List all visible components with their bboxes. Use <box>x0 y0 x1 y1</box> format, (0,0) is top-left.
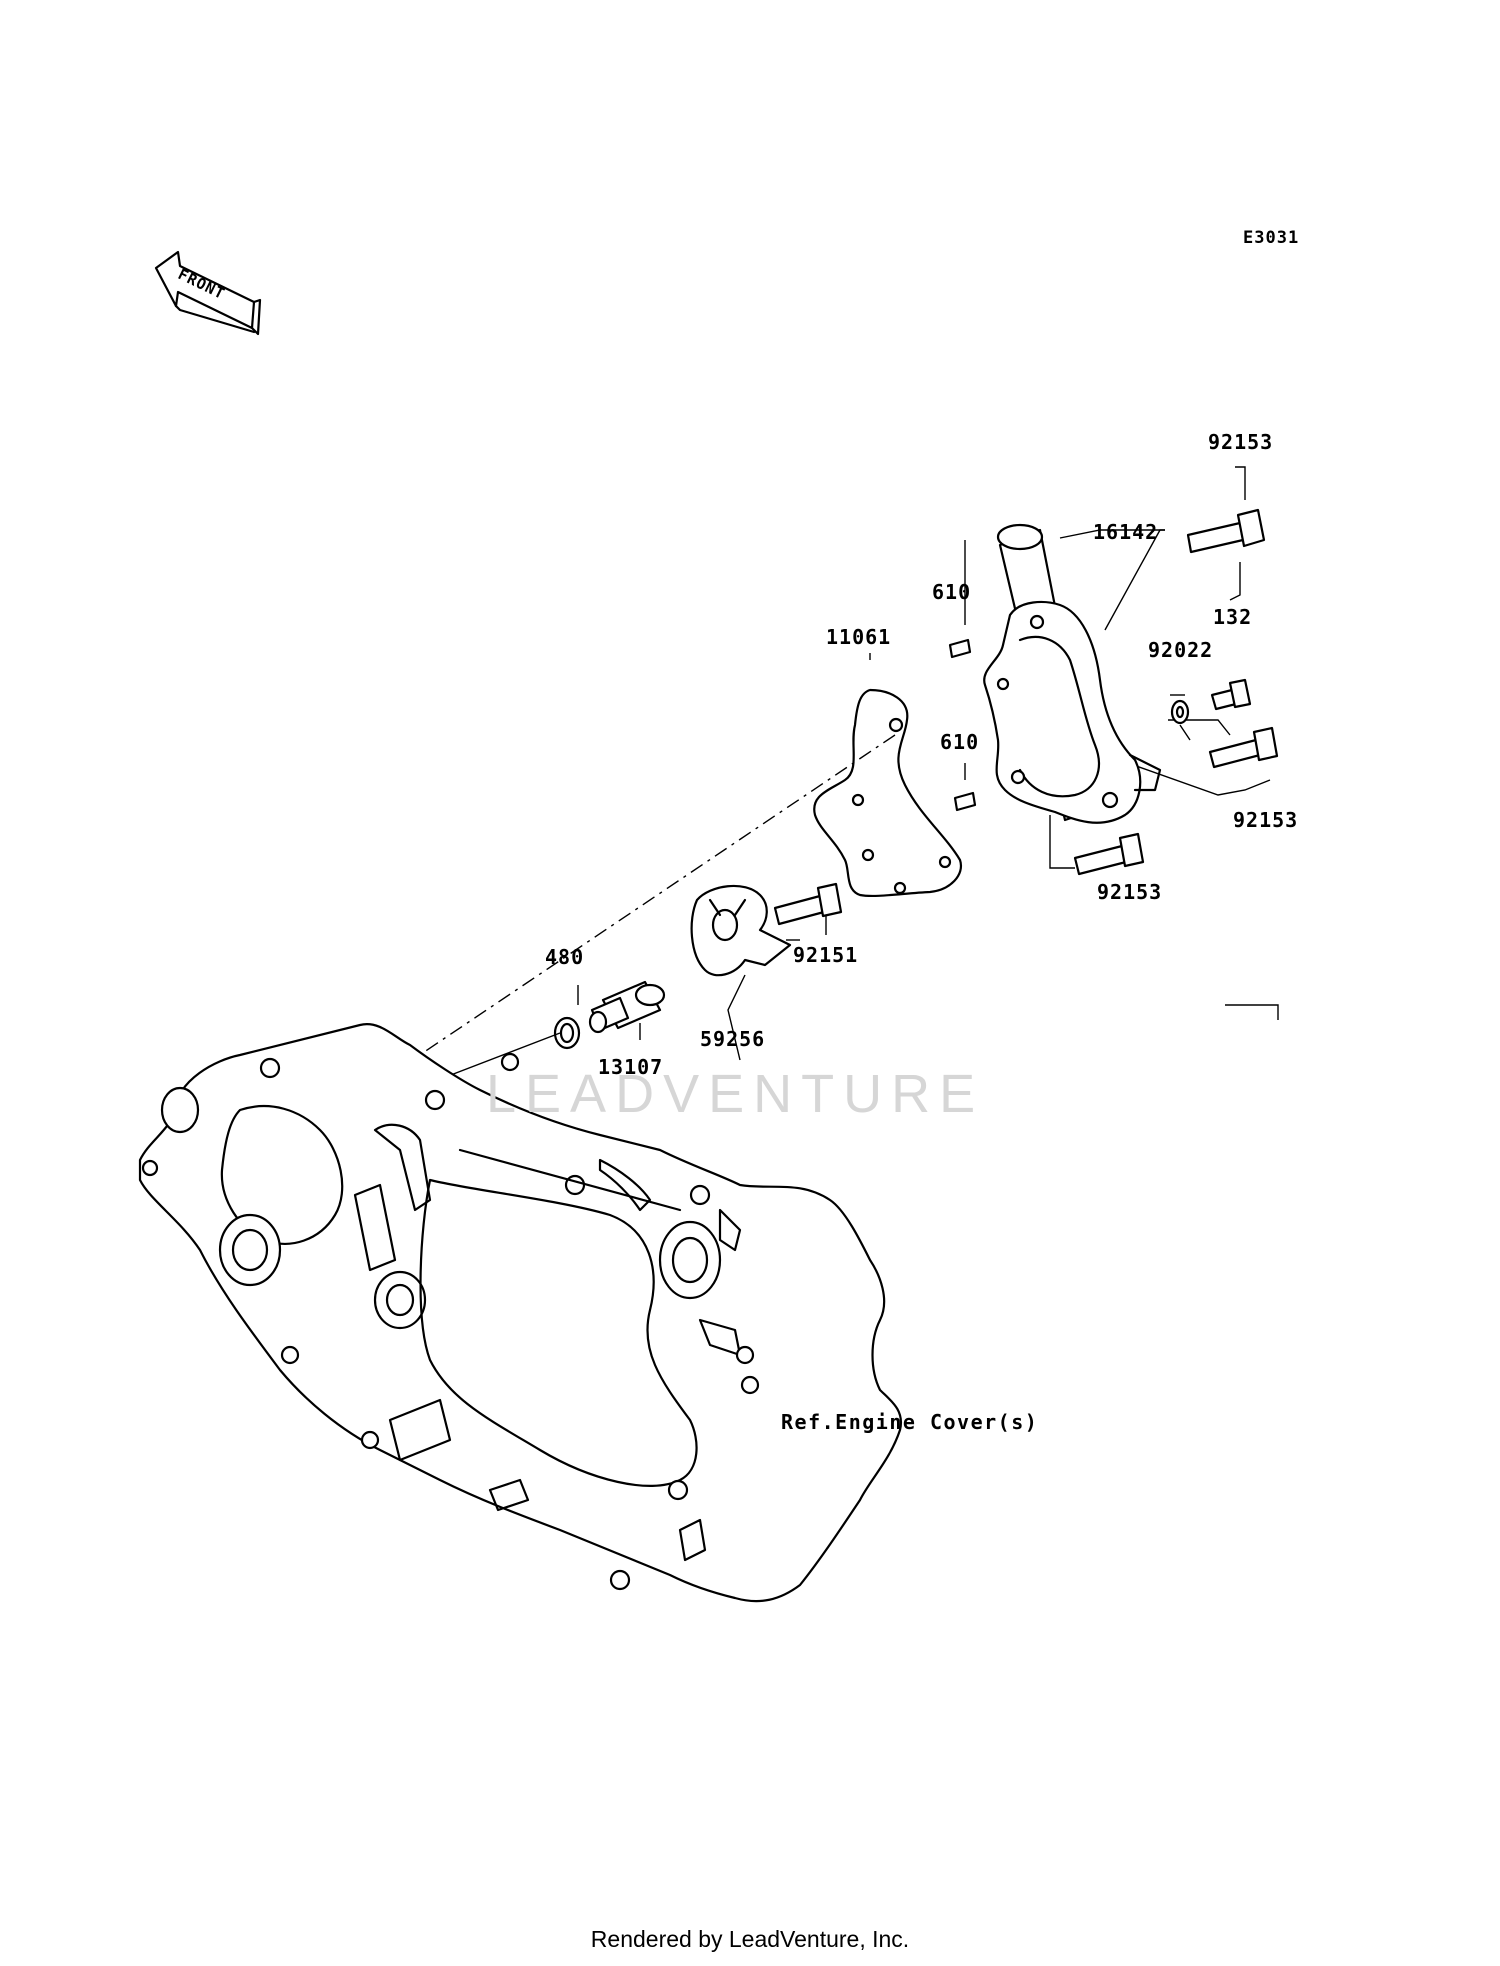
drain-bolt-part <box>1210 678 1252 711</box>
watermark: LEADVENTURE <box>486 1064 985 1124</box>
callout-bolt-top: 92153 <box>1208 430 1274 454</box>
reference-engine-cover: Ref.Engine Cover(s) <box>781 1410 1039 1434</box>
front-arrow-icon <box>154 250 262 336</box>
callout-pin-upper: 610 <box>932 580 972 604</box>
circlip-part <box>553 1016 581 1050</box>
callout-circlip: 480 <box>545 945 585 969</box>
callout-bolt-right: 92153 <box>1233 808 1299 832</box>
callout-shaft: 13107 <box>598 1055 664 1079</box>
callout-pin-lower: 610 <box>940 730 980 754</box>
bolt-right-part <box>1208 726 1279 769</box>
callout-drain-bolt: 132 <box>1213 605 1253 629</box>
callout-gasket: 11061 <box>826 625 892 649</box>
footer-credit: Rendered by LeadVenture, Inc. <box>590 1926 910 1952</box>
diagram-code: E3031 <box>1243 228 1300 248</box>
impeller-part <box>690 884 792 977</box>
shaft-part <box>588 980 666 1034</box>
gasket-part <box>813 688 963 898</box>
callout-impeller: 59256 <box>700 1027 766 1051</box>
pin-lower-part <box>953 791 977 812</box>
callout-impeller-bolt: 92151 <box>793 943 859 967</box>
pump-housing-part <box>983 523 1162 824</box>
callout-bolt-bottom: 92153 <box>1097 880 1163 904</box>
callout-washer: 92022 <box>1148 638 1214 662</box>
bolt-top-part <box>1186 508 1266 554</box>
bolt-bottom-part <box>1073 832 1145 876</box>
impeller-bolt-part <box>773 882 843 926</box>
washer-part <box>1170 699 1190 725</box>
callout-housing: 16142 <box>1093 520 1159 544</box>
pin-upper-part <box>948 638 972 659</box>
engine-cover-outline <box>138 1023 903 1603</box>
